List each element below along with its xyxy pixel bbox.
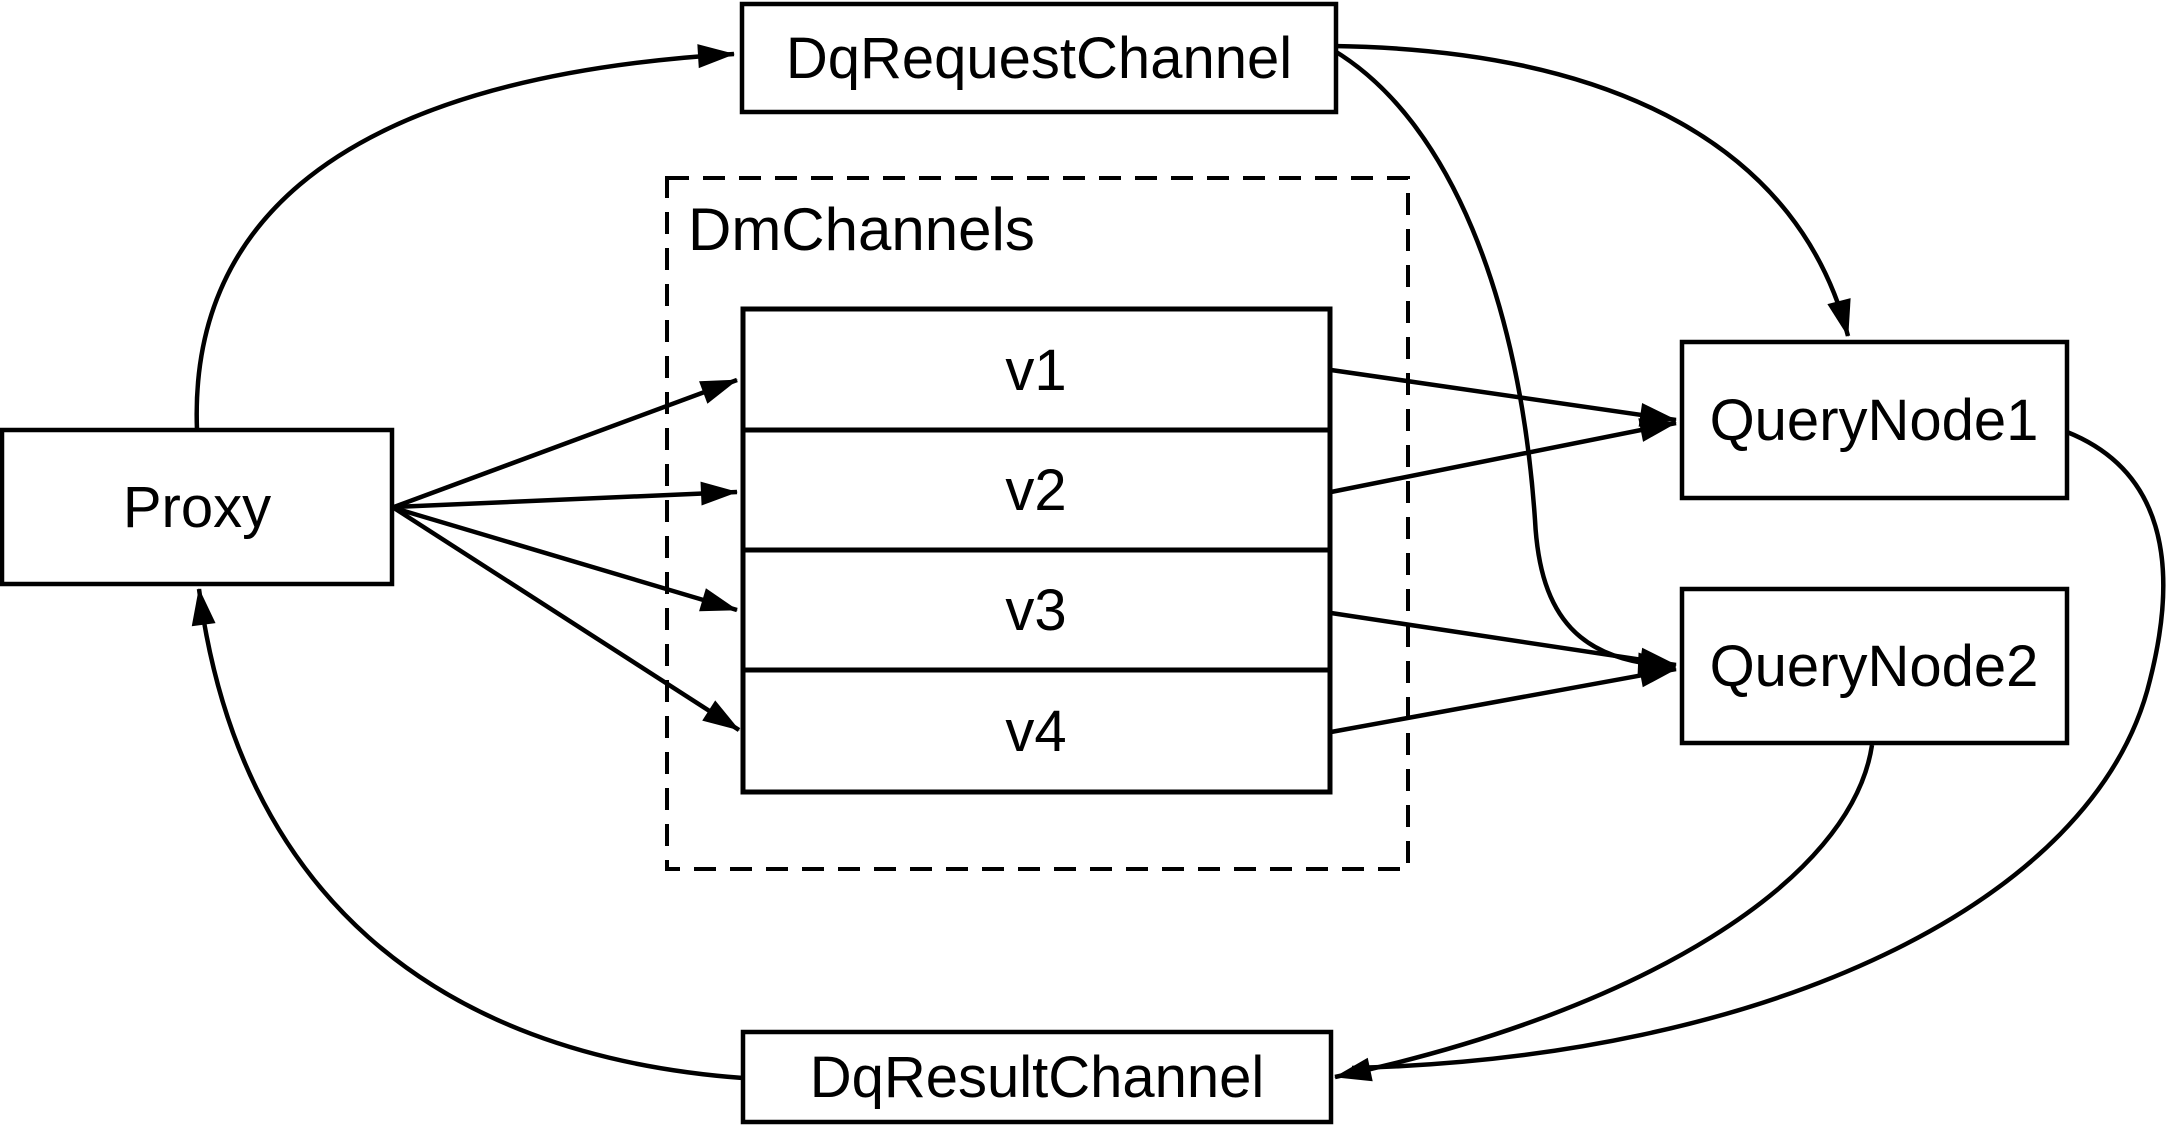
node-querynode1: QueryNode1 (1679, 339, 2070, 501)
channel-table: v1 v2 v3 v4 (740, 306, 1333, 795)
edge-dq-request-channel-to-querynode1 (1332, 43, 1851, 337)
dq-request-channel-label: DqRequestChannel (786, 26, 1292, 91)
dm-channels-label: DmChannels (688, 196, 1035, 263)
edge-proxy-to-v1 (393, 377, 738, 510)
node-dq-result-channel: DqResultChannel (740, 1029, 1334, 1125)
edge-v4-to-querynode2 (1330, 663, 1677, 735)
edge-proxy-to-v4 (392, 506, 741, 732)
querynode1-box (1679, 339, 2070, 501)
edge-proxy-to-dq-request-channel (194, 44, 735, 431)
dq-result-channel-box (740, 1029, 1334, 1125)
dq-result-channel-label: DqResultChannel (810, 1045, 1265, 1110)
edge-querynode2-to-dq-result-channel (1334, 744, 1875, 1082)
dq-request-channel-box (739, 1, 1339, 115)
querynode2-box (1679, 586, 2070, 746)
querynode1-label: QueryNode1 (1710, 388, 2039, 453)
edge-querynode1-to-dq-result-channel (1351, 429, 2166, 1071)
node-querynode2: QueryNode2 (1679, 586, 2070, 746)
dm-channels-dashed-border (665, 176, 1410, 871)
node-proxy: Proxy (0, 427, 395, 587)
channel-row-v4 (740, 667, 1333, 795)
channel-label-v4: v4 (1005, 699, 1066, 764)
edge-dq-request-channel-to-querynode2 (1331, 48, 1675, 677)
channel-label-v3: v3 (1005, 578, 1066, 643)
proxy-box (0, 427, 395, 587)
edge-layer (191, 43, 2166, 1082)
querynode2-label: QueryNode2 (1710, 634, 2039, 699)
channel-row-v3 (740, 547, 1333, 673)
proxy-label: Proxy (123, 475, 271, 540)
channel-label-v2: v2 (1005, 458, 1066, 523)
dm-channels-group: DmChannels v1 v2 v3 v4 (665, 176, 1410, 871)
edge-proxy-to-v3 (393, 505, 738, 613)
channel-row-v2 (740, 427, 1333, 553)
edge-proxy-to-v2 (393, 481, 738, 510)
edge-v2-to-querynode1 (1330, 418, 1677, 495)
channel-label-v1: v1 (1005, 338, 1066, 403)
edge-dq-result-channel-to-proxy (191, 588, 744, 1081)
edge-v1-to-querynode1 (1330, 367, 1677, 427)
channel-row-v1 (740, 306, 1333, 433)
node-dq-request-channel: DqRequestChannel (739, 1, 1339, 115)
